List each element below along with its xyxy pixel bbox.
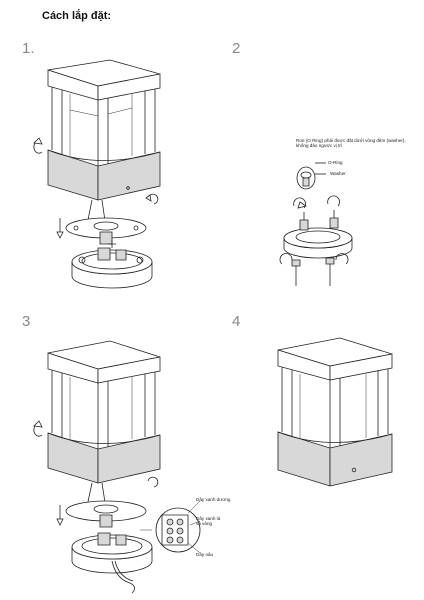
base-plate bbox=[72, 240, 152, 288]
step-number-4: 4 bbox=[232, 313, 241, 330]
step-number-2: 2 bbox=[232, 40, 241, 57]
page-title: Cách lắp đặt: bbox=[42, 10, 112, 22]
bolts-icon bbox=[280, 254, 348, 286]
wire-terminal-detail bbox=[140, 501, 200, 553]
down-arrow-icon bbox=[57, 505, 63, 525]
step2-plate bbox=[284, 210, 352, 258]
rotate-arrow-left-icon bbox=[34, 421, 42, 436]
step-number-1: 1. bbox=[22, 40, 35, 57]
wire-label-blue: Dây xanh dương bbox=[196, 497, 231, 502]
wire-label-green-yellow: Dây xanh lá và vàng bbox=[196, 516, 221, 527]
down-arrow-icon bbox=[57, 218, 63, 238]
mounting-plate-upper bbox=[66, 218, 146, 244]
step2-note: Ron (O Ring) phải được đặt dưới vòng đệm… bbox=[296, 138, 406, 149]
step2-illustration bbox=[270, 150, 370, 290]
screw-arrow-right-icon bbox=[148, 477, 158, 487]
wire-label-brown: Dây nâu bbox=[196, 552, 214, 557]
mounting-plate-upper-step3 bbox=[66, 501, 146, 527]
power-cable bbox=[112, 561, 135, 593]
lamp-body bbox=[48, 60, 160, 200]
washer-label: Washer bbox=[330, 171, 346, 176]
screw-arrow-icon bbox=[294, 196, 340, 208]
step1-illustration bbox=[20, 50, 170, 295]
assembled-lamp bbox=[278, 338, 392, 486]
o-ring-label: O-Ring bbox=[328, 160, 343, 165]
lamp-body-step3 bbox=[48, 341, 160, 483]
step4-illustration bbox=[270, 330, 400, 495]
screw-detail bbox=[297, 163, 326, 189]
step-number-3: 3 bbox=[22, 313, 31, 330]
step3-illustration bbox=[20, 325, 210, 595]
rotate-arrow-left-icon bbox=[34, 138, 42, 153]
base-plate-step3 bbox=[72, 533, 152, 573]
screw-arrow-right-icon bbox=[146, 194, 158, 204]
